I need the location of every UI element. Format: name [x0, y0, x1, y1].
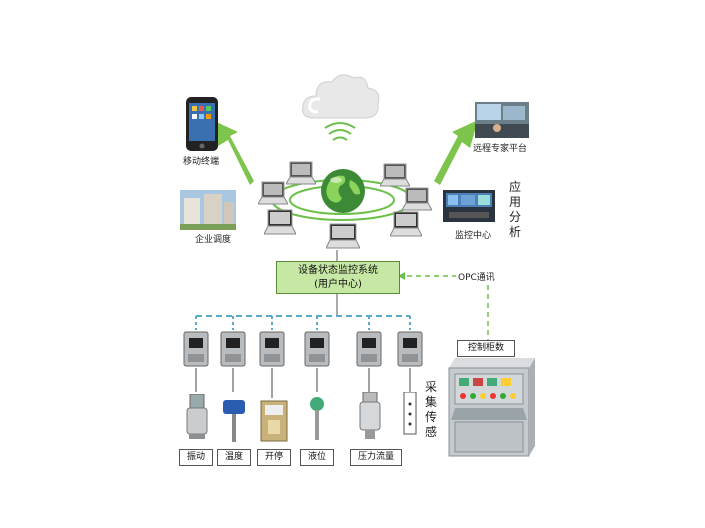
transmitter-box — [183, 331, 209, 367]
enterprise-building-photo — [180, 190, 236, 230]
application-analysis-label: 应用分析 — [508, 180, 521, 239]
control-cabinet-label: 控制柜数 — [457, 340, 515, 357]
laptop-icon — [402, 187, 432, 211]
sensor-label-temperature: 温度 — [217, 449, 251, 466]
transmitter-box — [356, 331, 382, 367]
globe-icon — [321, 169, 365, 213]
sensor-label-switch: 开停 — [257, 449, 291, 466]
transmitter-box — [304, 331, 330, 367]
temperature-sensor-icon — [223, 400, 245, 442]
opc-label: OPC通讯 — [456, 270, 497, 283]
monitor-center-label: 监控中心 — [455, 231, 492, 241]
arrow-to-mobile — [212, 120, 254, 185]
level-sensor-icon — [310, 397, 324, 440]
transmitter-box — [259, 331, 285, 367]
laptop-icon — [258, 181, 288, 205]
collection-sensing-label: 采集传感 — [424, 380, 437, 439]
sensor-label-pressure-flow: 压力流量 — [350, 449, 402, 466]
control-cabinet-image — [448, 358, 535, 457]
laptop-icon — [326, 223, 360, 249]
system-box: 设备状态监控系统 (用户中心) — [276, 261, 400, 294]
monitor-center-photo — [443, 190, 495, 222]
cloud-icon — [302, 74, 380, 119]
enterprise-dispatch-label: 企业调度 — [195, 235, 232, 245]
laptop-icon — [264, 209, 296, 235]
laptop-icon — [390, 211, 422, 237]
mobile-terminal-label: 移动终端 — [183, 157, 220, 167]
switch-sensor-icon — [260, 400, 288, 442]
system-subtitle: (用户中心) — [314, 279, 362, 290]
system-title: 设备状态监控系统 — [298, 265, 378, 276]
sensor-label-level: 液位 — [300, 449, 334, 466]
pressure-flow-sensor-icon — [359, 392, 381, 439]
transmitter-box — [397, 331, 423, 367]
vibration-sensor-icon — [186, 394, 208, 439]
arrow-to-remote — [434, 120, 478, 185]
sensor-label-vibration: 振动 — [179, 449, 213, 466]
laptop-icon — [286, 161, 316, 185]
transmitter-box — [220, 331, 246, 367]
smartphone-icon — [186, 97, 218, 151]
more-sensors-icon — [403, 392, 417, 435]
remote-expert-label: 远程专家平台 — [473, 144, 528, 154]
remote-expert-photo — [475, 102, 529, 138]
laptop-icon — [380, 163, 410, 187]
